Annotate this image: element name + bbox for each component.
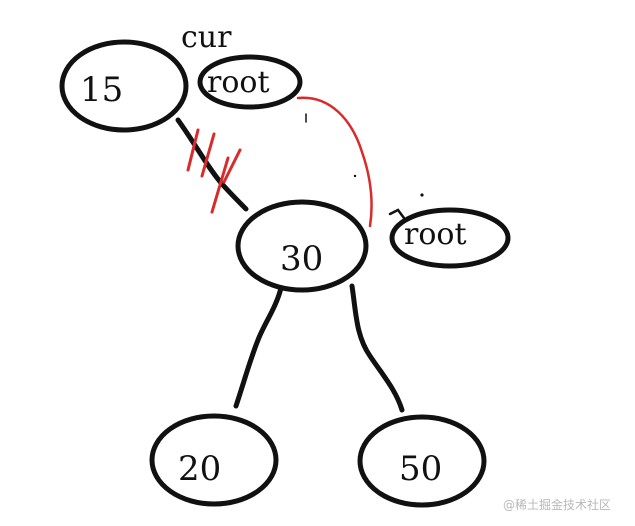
root-arrowhead-icon — [388, 208, 406, 220]
root-pointer-top-ellipse — [197, 54, 303, 110]
root-pointer-top-label: root — [207, 65, 270, 100]
watermark-text: @稀土掘金技术社区 — [503, 497, 611, 512]
edge-strike-mark-3 — [222, 148, 242, 184]
edge-30-to-50 — [349, 283, 405, 413]
edge-15-to-30 — [175, 117, 249, 212]
tiny-dot-mark — [353, 174, 357, 178]
node-20-ellipse — [149, 413, 279, 507]
root-pointer-right-label: root — [404, 217, 467, 252]
small-dot-mark — [420, 193, 424, 197]
pointer-move-arrow — [296, 96, 373, 228]
cur-pointer-label: cur — [181, 20, 232, 55]
edge-strike-mark-2 — [200, 132, 216, 178]
node-50-ellipse — [357, 414, 487, 508]
edge-strike-mark-1 — [186, 128, 200, 172]
node-30-ellipse — [235, 199, 369, 293]
node-20-label: 20 — [178, 449, 221, 489]
root-pointer-right-ellipse — [389, 207, 511, 269]
node-50-label: 50 — [399, 449, 442, 489]
node-15-label: 15 — [80, 70, 123, 110]
edge-30-to-20 — [233, 285, 284, 409]
node-30-label: 30 — [280, 239, 323, 279]
node-15-ellipse — [59, 39, 189, 133]
edge-strike-mark-4 — [210, 156, 230, 214]
